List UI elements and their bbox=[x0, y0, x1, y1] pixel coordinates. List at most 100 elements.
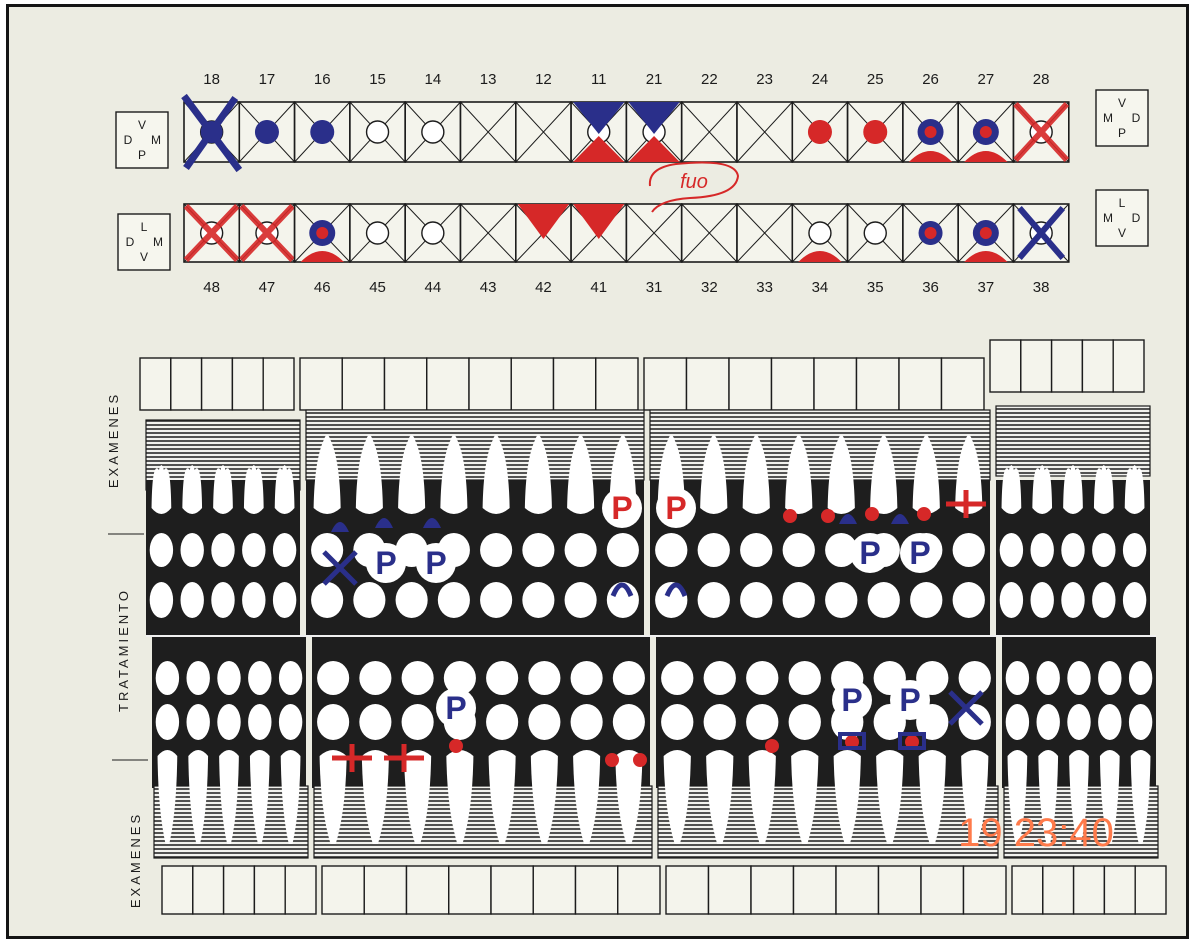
tooth-number: 41 bbox=[590, 279, 607, 296]
upper-occlusal-view bbox=[273, 533, 296, 567]
quadrant-0 bbox=[146, 420, 308, 858]
upper-palatal-view bbox=[740, 582, 772, 618]
odontogram: 1817161514131211212223242526272848474645… bbox=[116, 71, 1148, 296]
exam-box bbox=[794, 866, 837, 914]
tooth-cell-33 bbox=[737, 204, 792, 262]
lower-occlusal-view bbox=[528, 661, 560, 695]
exam-boxes-bottom-3 bbox=[1012, 866, 1166, 914]
tooth-number: 43 bbox=[480, 279, 497, 296]
upper-occlusal-view bbox=[783, 533, 815, 567]
lower-occlusal-view bbox=[186, 661, 209, 695]
tooth-number: 46 bbox=[314, 279, 331, 296]
lower-lingual-view bbox=[661, 704, 693, 740]
exam-box bbox=[554, 358, 596, 410]
tooth-cell-21 bbox=[626, 102, 681, 162]
exam-boxes-bottom-0 bbox=[162, 866, 316, 914]
tooth-cell-44 bbox=[405, 204, 460, 262]
legend-letter: D bbox=[126, 235, 135, 249]
upper-palatal-view bbox=[1000, 582, 1023, 618]
tooth-number: 31 bbox=[646, 279, 663, 296]
legend-letter: V bbox=[1118, 226, 1126, 240]
exam-box bbox=[449, 866, 491, 914]
exam-box bbox=[964, 866, 1007, 914]
tooth-cell-28 bbox=[1014, 102, 1069, 162]
exam-box bbox=[666, 866, 709, 914]
tooth-cell-16 bbox=[295, 102, 350, 162]
exam-box bbox=[193, 866, 224, 914]
tooth-number: 32 bbox=[701, 279, 718, 296]
red-dot-mark bbox=[917, 507, 931, 521]
red-dot-mark bbox=[821, 509, 835, 523]
tooth-number: 17 bbox=[259, 71, 276, 88]
lower-occlusal-view bbox=[317, 661, 349, 695]
legend-letter: P bbox=[138, 148, 146, 162]
red-dot-mark bbox=[765, 739, 779, 753]
lower-lingual-view bbox=[186, 704, 209, 740]
exam-box bbox=[1052, 340, 1083, 392]
upper-occlusal-view bbox=[655, 533, 687, 567]
tooth-cell-25 bbox=[848, 102, 903, 162]
red-dot-mark bbox=[449, 739, 463, 753]
upper-palatal-view bbox=[910, 582, 942, 618]
quadrant-3 bbox=[996, 406, 1158, 858]
tooth-center bbox=[864, 222, 886, 244]
lower-lingual-view bbox=[1129, 704, 1152, 740]
tooth-cell-15 bbox=[350, 102, 405, 162]
upper-tooth-crown bbox=[244, 465, 264, 514]
legend-letter: M bbox=[1103, 111, 1113, 125]
lower-lingual-view bbox=[359, 704, 391, 740]
exam-box bbox=[1043, 866, 1074, 914]
tooth-number: 14 bbox=[425, 71, 442, 88]
exam-box bbox=[596, 358, 638, 410]
upper-occlusal-view bbox=[607, 533, 639, 567]
tooth-cell-47 bbox=[239, 204, 294, 262]
tooth-number: 34 bbox=[812, 279, 829, 296]
upper-tooth-crown bbox=[1002, 465, 1022, 514]
tooth-cell-11 bbox=[571, 102, 626, 162]
exam-boxes-top-1 bbox=[300, 358, 638, 410]
tooth-number: 28 bbox=[1033, 71, 1050, 88]
vertical-label: EXAMENES bbox=[128, 812, 143, 908]
legend-letter: L bbox=[1119, 196, 1126, 210]
upper-palatal-view bbox=[825, 582, 857, 618]
lower-occlusal-view bbox=[279, 661, 302, 695]
exam-box bbox=[772, 358, 815, 410]
exam-box bbox=[232, 358, 263, 410]
tooth-cell-48 bbox=[184, 204, 239, 262]
exam-box bbox=[1012, 866, 1043, 914]
exam-box bbox=[364, 866, 406, 914]
exam-box bbox=[879, 866, 922, 914]
legend-letter: P bbox=[1118, 126, 1126, 140]
p-mark: P bbox=[611, 490, 632, 526]
upper-occlusal-view bbox=[242, 533, 265, 567]
exam-box bbox=[202, 358, 233, 410]
red-dot-mark bbox=[316, 227, 328, 239]
exam-box bbox=[511, 358, 553, 410]
upper-tooth-crown bbox=[275, 465, 295, 514]
lower-lingual-view bbox=[317, 704, 349, 740]
tooth-number: 37 bbox=[978, 279, 995, 296]
root-hatch-upper bbox=[306, 410, 644, 480]
exam-box bbox=[469, 358, 511, 410]
exam-box bbox=[224, 866, 255, 914]
upper-tooth-crown bbox=[1094, 465, 1114, 514]
legend-lower-right: LMDV bbox=[1096, 190, 1148, 246]
tooth-number: 35 bbox=[867, 279, 884, 296]
exam-box bbox=[162, 866, 193, 914]
tooth-number: 13 bbox=[480, 71, 497, 88]
tooth-cell-17 bbox=[239, 102, 294, 162]
tooth-number: 48 bbox=[203, 279, 220, 296]
exam-box bbox=[427, 358, 469, 410]
exam-box bbox=[814, 358, 857, 410]
upper-palatal-view bbox=[1030, 582, 1053, 618]
upper-palatal-view bbox=[953, 582, 985, 618]
lower-lingual-view bbox=[789, 704, 821, 740]
exam-box bbox=[1104, 866, 1135, 914]
tooth-cell-37 bbox=[958, 204, 1013, 262]
legend-letter: V bbox=[138, 118, 146, 132]
upper-occlusal-view bbox=[311, 533, 343, 567]
upper-palatal-view bbox=[1061, 582, 1084, 618]
vertical-label: EXAMENES bbox=[106, 392, 121, 488]
tooth-cell-14 bbox=[405, 102, 460, 162]
exam-box bbox=[285, 866, 316, 914]
